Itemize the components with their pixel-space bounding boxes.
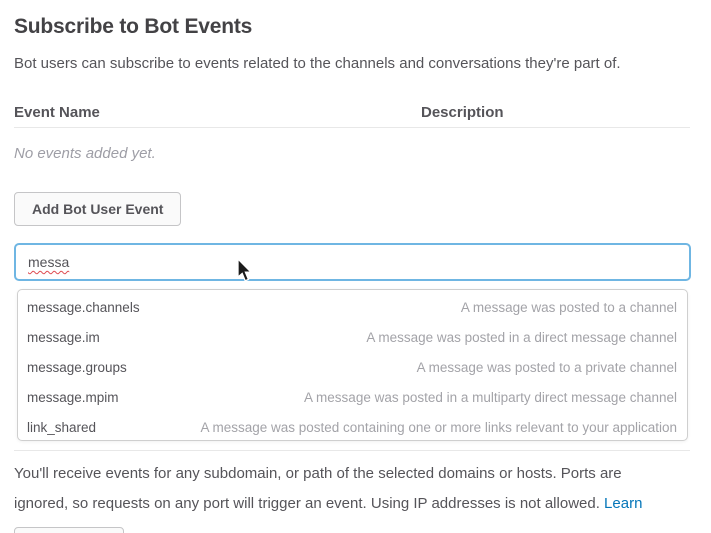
page-subtitle: Bot users can subscribe to events relate… (14, 55, 621, 72)
dropdown-item-message-mpim[interactable]: message.mpim A message was posted in a m… (18, 382, 687, 412)
event-name: message.im (27, 329, 100, 345)
page-title: Subscribe to Bot Events (14, 15, 253, 38)
footer-note: You'll receive events for any subdomain,… (14, 459, 676, 533)
event-search-input-value: messa (28, 254, 70, 270)
partial-bottom-button[interactable] (14, 527, 124, 533)
event-name: link_shared (27, 419, 97, 435)
section-divider (14, 450, 690, 451)
event-name: message.groups (27, 359, 127, 375)
column-header-event-name: Event Name (14, 104, 100, 121)
event-name: message.mpim (27, 389, 119, 405)
table-header-divider (14, 127, 690, 128)
dropdown-item-message-im[interactable]: message.im A message was posted in a dir… (18, 322, 687, 352)
dropdown-item-message-channels[interactable]: message.channels A message was posted to… (18, 292, 687, 322)
event-description: A message was posted to a channel (460, 299, 677, 315)
event-description: A message was posted to a private channe… (416, 359, 677, 375)
dropdown-item-link-shared[interactable]: link_shared A message was posted contain… (18, 412, 687, 440)
event-description: A message was posted in a direct message… (366, 329, 677, 345)
add-bot-user-event-button[interactable]: Add Bot User Event (14, 192, 182, 226)
dropdown-item-message-groups[interactable]: message.groups A message was posted to a… (18, 352, 687, 382)
event-description: A message was posted in a multiparty dir… (304, 389, 677, 405)
event-description: A message was posted containing one or m… (200, 419, 677, 435)
empty-events-message: No events added yet. (14, 145, 156, 162)
event-name: message.channels (27, 299, 140, 315)
event-suggestions-dropdown: message.channels A message was posted to… (17, 289, 688, 441)
event-search-input[interactable]: messa (14, 243, 691, 281)
footer-note-text: You'll receive events for any subdomain,… (14, 465, 622, 512)
column-header-description: Description (421, 104, 504, 121)
